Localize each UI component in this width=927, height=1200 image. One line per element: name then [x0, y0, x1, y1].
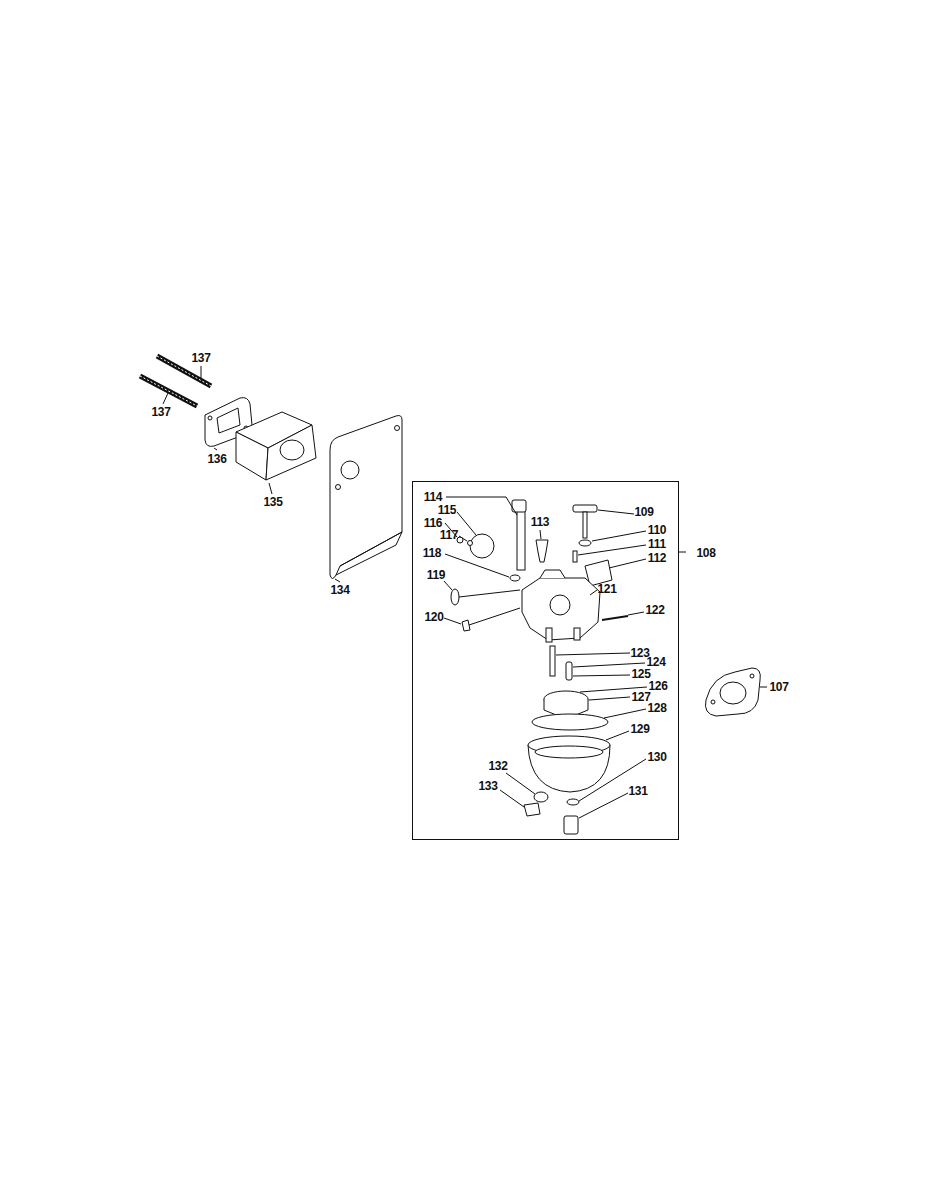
callout-number: 136 — [207, 453, 226, 465]
callout-number: 126 — [648, 680, 667, 692]
callout-number: 116 — [424, 517, 442, 529]
callout-number: 112 — [648, 552, 666, 564]
callout-number: 121 — [597, 583, 616, 595]
callout-number: 137 — [191, 352, 210, 364]
callout-number: 129 — [630, 723, 649, 735]
leader-line — [163, 366, 767, 818]
callout-number: 137 — [151, 406, 170, 418]
callout-number: 131 — [628, 785, 647, 797]
callout-number: 120 — [424, 611, 443, 623]
leader-line — [679, 552, 686, 553]
callout-number: 108 — [696, 547, 715, 559]
callout-number: 133 — [478, 780, 497, 792]
callout-number: 117 — [440, 529, 458, 541]
heat-shield-plate — [330, 416, 402, 579]
callout-number: 111 — [648, 538, 666, 550]
callout-number: 132 — [488, 760, 507, 772]
callout-number: 113 — [531, 516, 549, 528]
callout-number: 130 — [647, 751, 666, 763]
callout-number: 109 — [634, 506, 653, 518]
callout-number: 107 — [769, 681, 788, 693]
callout-number: 115 — [438, 504, 456, 516]
callout-number: 125 — [631, 668, 650, 680]
carburetor — [451, 500, 628, 834]
callout-number: 118 — [423, 547, 441, 559]
callout-number: 122 — [645, 604, 664, 616]
callout-number: 128 — [647, 702, 666, 714]
callout-number: 135 — [263, 496, 282, 508]
callout-number: 124 — [646, 656, 665, 668]
callout-number: 114 — [424, 491, 442, 503]
gasket — [705, 668, 760, 716]
spacer-block — [236, 412, 316, 480]
callout-number: 110 — [648, 524, 666, 536]
callout-number: 134 — [330, 584, 349, 596]
callout-number: 119 — [427, 569, 445, 581]
